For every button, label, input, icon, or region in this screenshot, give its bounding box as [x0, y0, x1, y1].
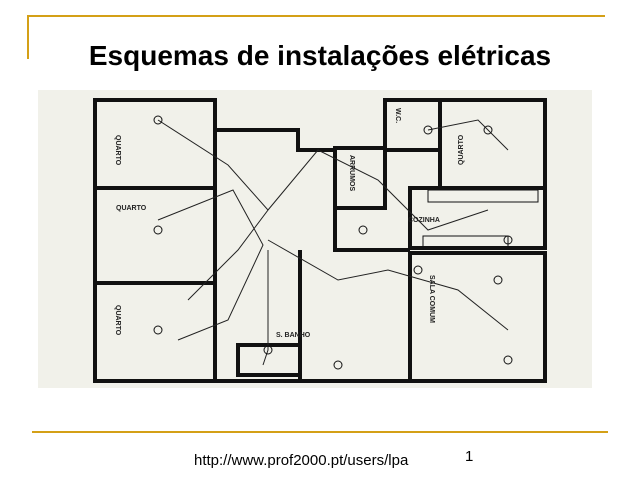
room-label-quarto-3: QUARTO	[114, 305, 121, 336]
kitchen-counter	[427, 189, 539, 203]
slide-title: Esquemas de instalações elétricas	[88, 40, 552, 71]
room-label-arrumos: ARRUMOS	[348, 155, 355, 191]
room-label-wc: W.C.	[394, 108, 401, 123]
top-accent-rule	[27, 15, 605, 17]
room-label-quarto-1: QUARTO	[114, 135, 121, 166]
plan-background	[38, 90, 592, 388]
footer-url: http://www.prof2000.pt/users/lpa	[194, 452, 409, 469]
room-label-sala: SALA COMUM	[428, 275, 435, 323]
room-label-quarto-4: QUARTO	[458, 134, 465, 165]
room-label-quarto-2: QUARTO	[116, 205, 147, 212]
page-number: 1	[465, 448, 474, 465]
room-label-cozinha: COZINHA	[408, 217, 440, 224]
wiring	[157, 119, 509, 366]
electrical-floor-plan: QUARTO QUARTO QUARTO QUARTO W.C. ARRUMOS…	[38, 90, 592, 388]
bottom-accent-rule	[32, 431, 608, 433]
room-label-banho: S. BANHO	[276, 332, 311, 339]
left-accent-rule	[27, 15, 29, 59]
kitchen-counter-2	[422, 235, 509, 249]
